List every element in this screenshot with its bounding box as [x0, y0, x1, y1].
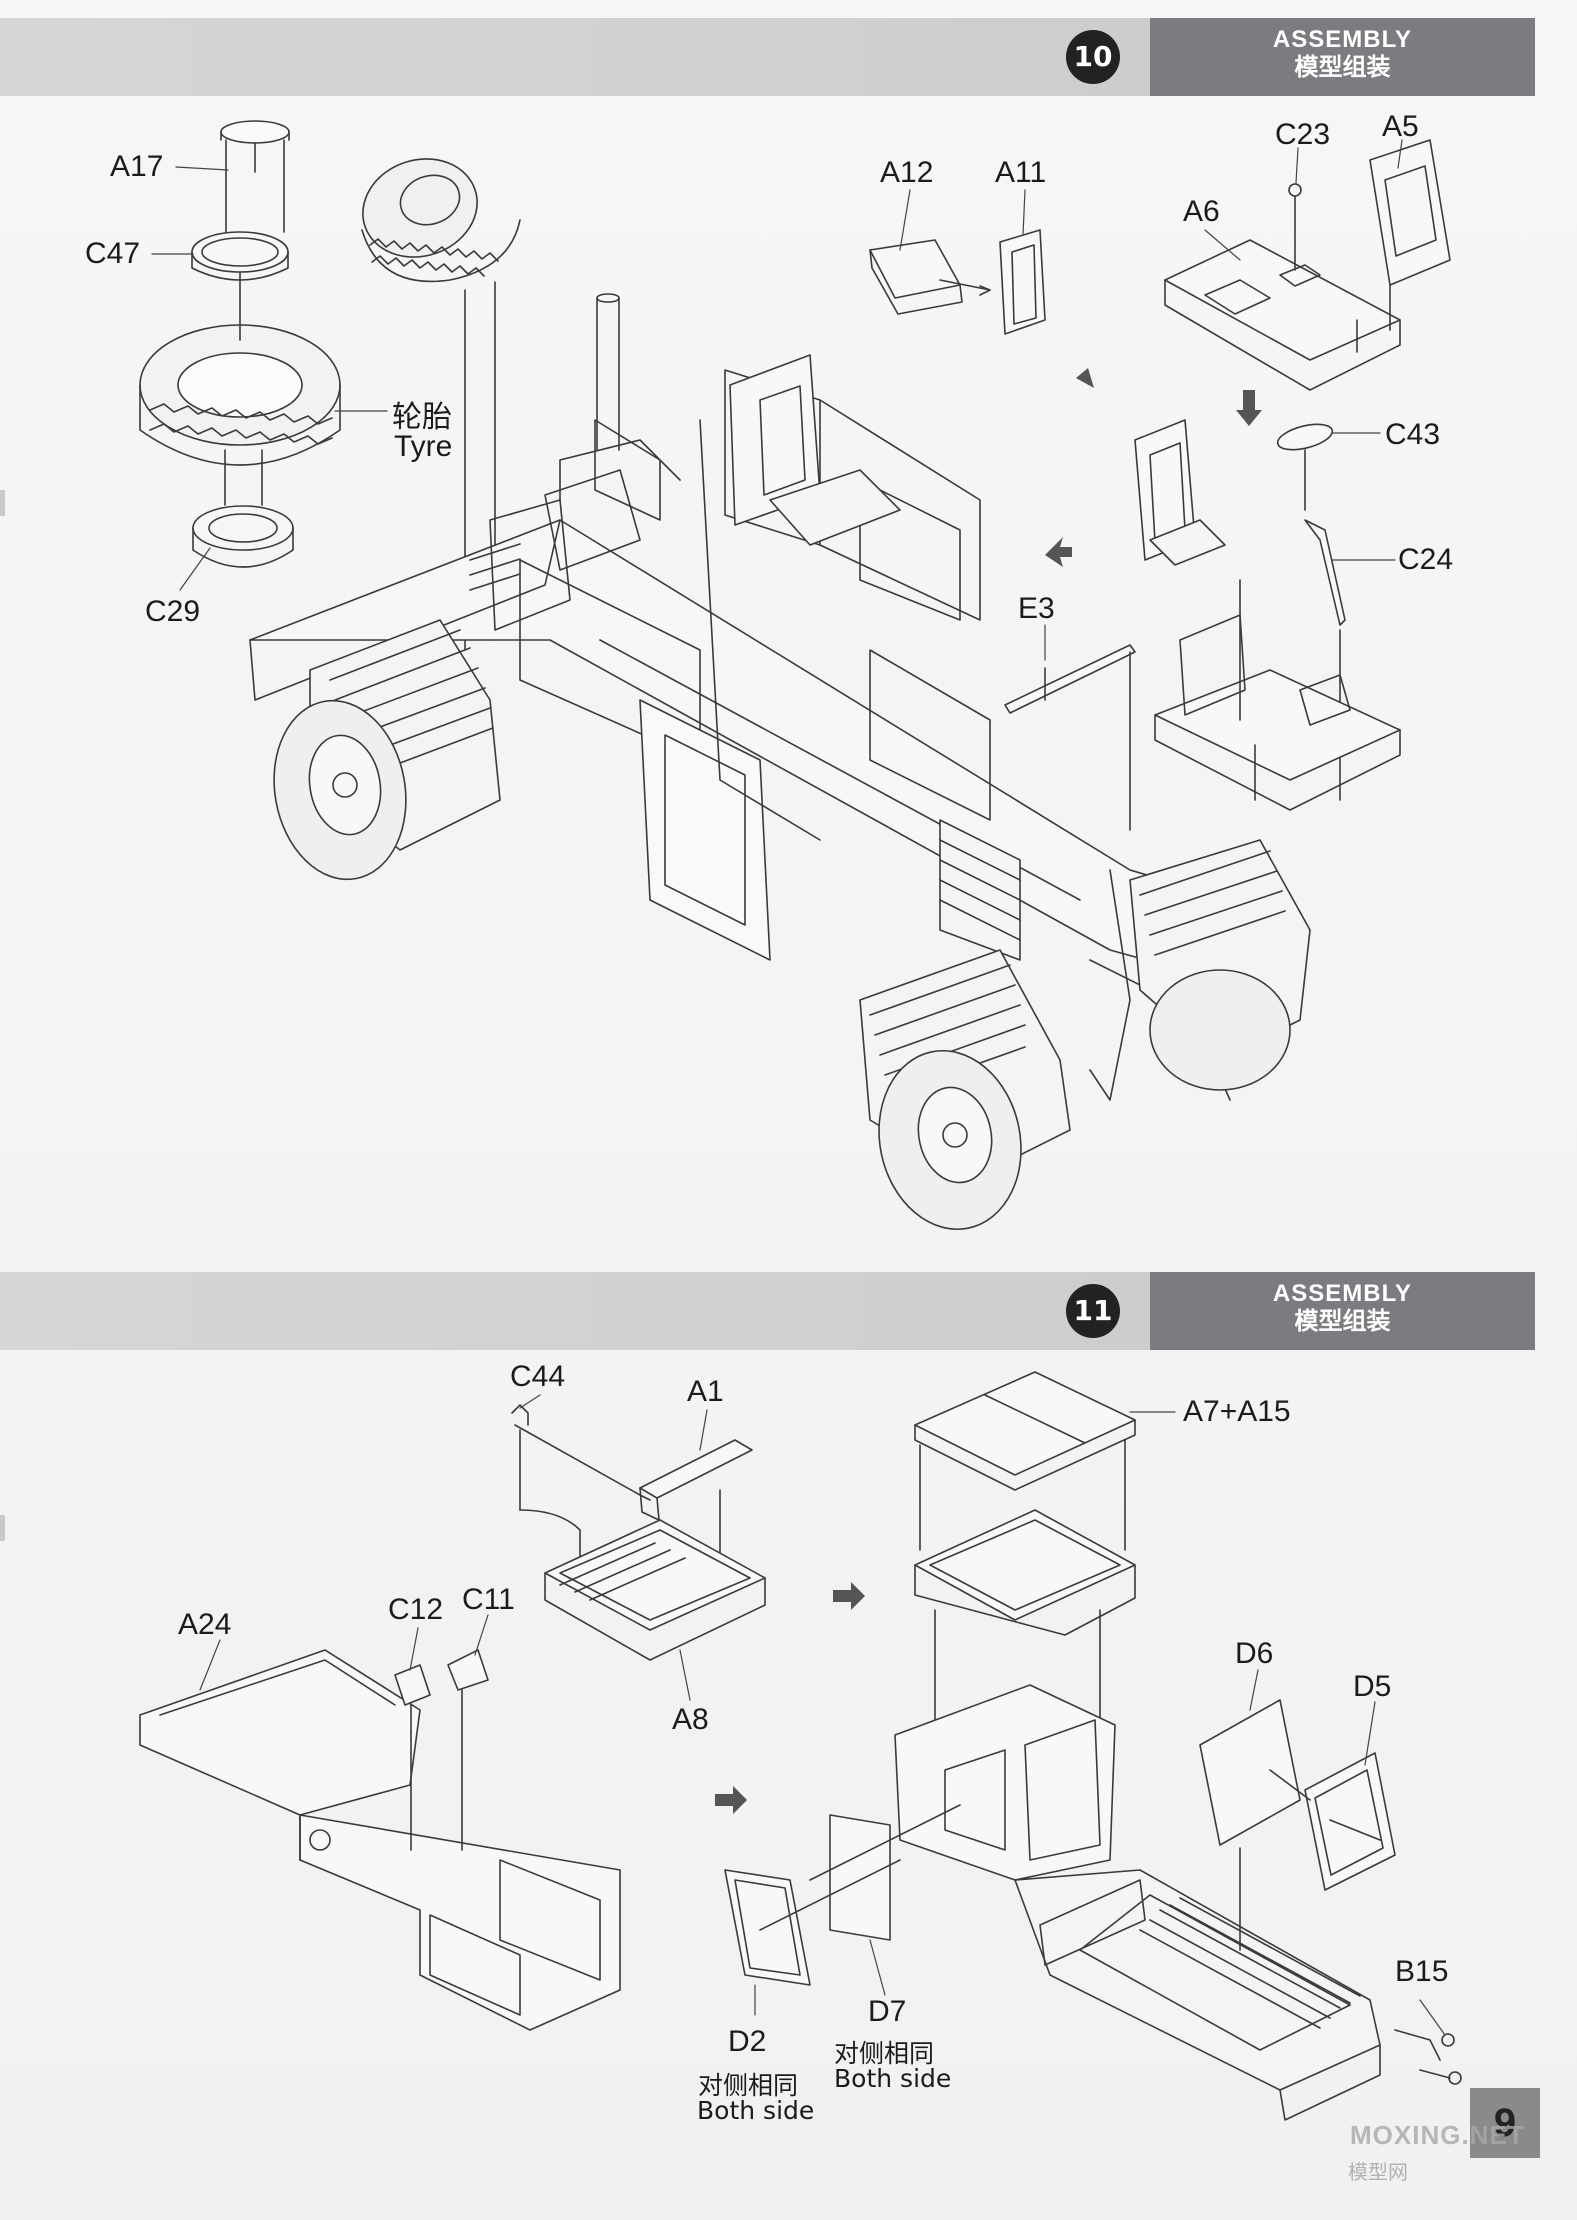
- watermark: MOXING.NET: [1350, 2120, 1525, 2150]
- cab-assembly-drawing: [895, 1685, 1380, 2120]
- label-d5: D5: [1353, 1670, 1392, 1703]
- part-a8-drawing: [545, 1520, 765, 1660]
- step10-arrows: [1045, 368, 1262, 567]
- label-d6: D6: [1235, 1637, 1274, 1670]
- step-11-tag-en: ASSEMBLY: [1272, 1280, 1413, 1307]
- step10-leaders: [152, 140, 1402, 660]
- part-a6-a5-c23-drawing: [1165, 140, 1450, 390]
- step-10-number: 10: [1066, 30, 1120, 84]
- step-11-number: 11: [1066, 1284, 1120, 1338]
- binder-hole: [0, 490, 5, 516]
- label-d7-zh: 对侧相同: [834, 2039, 935, 2068]
- label-c44: C44: [510, 1360, 566, 1393]
- step-10-tag-zh: 模型组装: [1294, 52, 1391, 81]
- label-d2: D2: [728, 2025, 767, 2058]
- label-c29: C29: [145, 595, 201, 628]
- label-c24: C24: [1398, 543, 1454, 576]
- assembled-seat-drawing: [730, 355, 900, 545]
- part-a17-drawing: [221, 121, 289, 178]
- part-d2-d7-drawing: [725, 1805, 960, 1985]
- exhaust-stack-drawing: [597, 294, 619, 450]
- label-e3: E3: [1018, 592, 1055, 625]
- step11-arrows: [715, 1582, 865, 1814]
- label-c43: C43: [1385, 418, 1441, 451]
- step-10-tag-en: ASSEMBLY: [1272, 26, 1413, 53]
- step-11-tag: ASSEMBLY 模型组装: [1150, 1272, 1535, 1350]
- label-a11: A11: [995, 156, 1047, 189]
- label-c12: C12: [388, 1593, 444, 1626]
- page-number: 9: [1470, 2088, 1540, 2158]
- label-c23: C23: [1275, 118, 1331, 151]
- rear-right-wheel-drawing: [1130, 840, 1310, 1090]
- part-c29-drawing: [193, 506, 293, 567]
- label-d7: D7: [868, 1995, 907, 2028]
- label-a24: A24: [178, 1608, 232, 1641]
- part-top-tyre-drawing: [350, 144, 520, 281]
- rear-left-wheel-drawing: [860, 950, 1070, 1243]
- label-tyre-zh: 轮胎: [392, 400, 452, 435]
- label-d7-en: Both side: [834, 2064, 952, 2093]
- step-10-header: 10 ASSEMBLY 模型组装: [0, 18, 1535, 96]
- label-d2-zh: 对侧相同: [698, 2071, 799, 2100]
- label-tyre-en: Tyre: [394, 430, 453, 463]
- step-10-tag: ASSEMBLY 模型组装: [1150, 18, 1535, 96]
- step-11-header: 11 ASSEMBLY 模型组装: [0, 1272, 1535, 1350]
- part-a12-a11-drawing: [870, 230, 1045, 334]
- part-a7-a15-drawing: [915, 1372, 1135, 1760]
- label-a7-a15: A7+A15: [1183, 1395, 1291, 1428]
- step-11-tag-zh: 模型组装: [1294, 1306, 1391, 1335]
- part-right-seat-drawing: [1135, 420, 1400, 810]
- label-a12: A12: [880, 156, 934, 189]
- label-a1: A1: [687, 1375, 724, 1408]
- binder-hole: [0, 1515, 5, 1541]
- front-left-wheel-drawing: [260, 620, 500, 890]
- label-a17: A17: [110, 150, 164, 183]
- part-b15-drawing: [1395, 2030, 1461, 2084]
- step11-leaders: [200, 1395, 1445, 2035]
- part-e3-drawing: [1005, 645, 1135, 830]
- label-a6: A6: [1183, 195, 1220, 228]
- part-c12-c11-drawing: [395, 1650, 488, 1850]
- part-tyre-drawing: [140, 325, 340, 465]
- label-a8: A8: [672, 1703, 709, 1736]
- label-c47: C47: [85, 237, 141, 270]
- label-b15: B15: [1395, 1955, 1449, 1988]
- label-d2-en: Both side: [697, 2096, 815, 2125]
- part-d6-d5-drawing: [1200, 1700, 1395, 1950]
- chassis-drawing: [250, 370, 1300, 1100]
- watermark-zh: 模型网: [1348, 2160, 1408, 2184]
- label-a5: A5: [1382, 110, 1419, 143]
- part-a24-drawing: [140, 1650, 620, 2030]
- label-c11: C11: [462, 1583, 515, 1616]
